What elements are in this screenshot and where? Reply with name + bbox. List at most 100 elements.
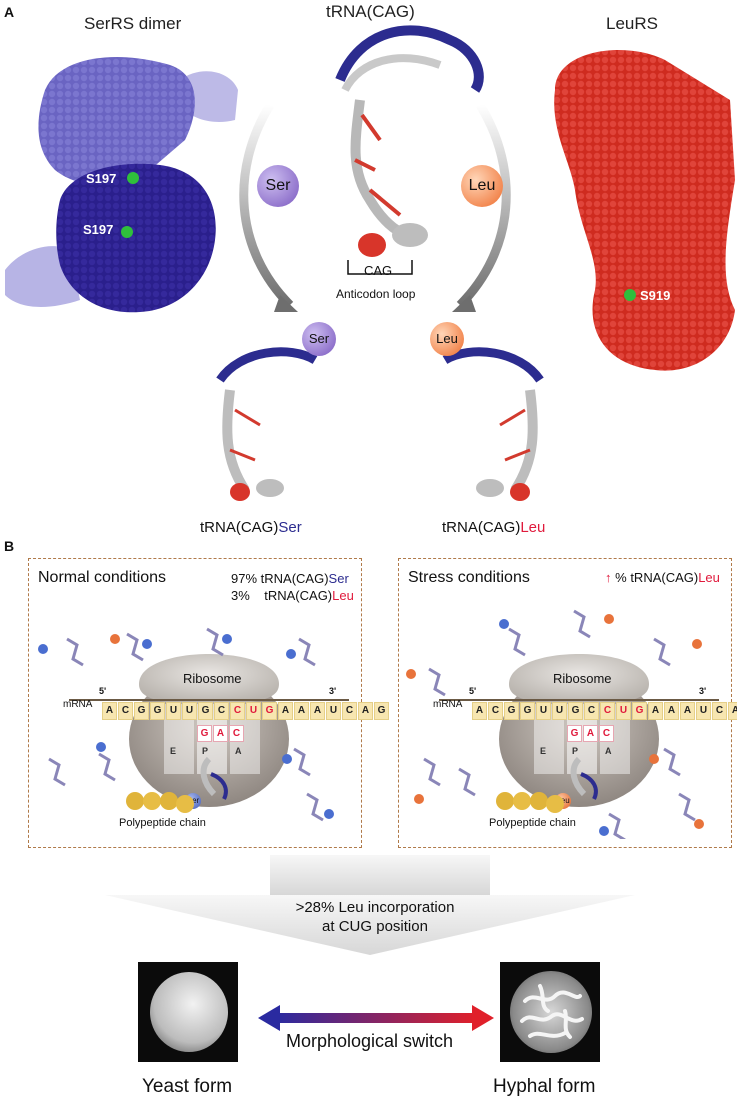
normal-line2: 3% tRNA(CAG)Leu: [231, 588, 354, 603]
stress-ribosome-label: Ribosome: [553, 671, 612, 686]
anticodon-nucleotide: C: [599, 725, 614, 742]
codon-nucleotide: A: [680, 702, 695, 720]
funnel-text: >28% Leu incorporation at CUG position: [280, 898, 470, 936]
normal-ptrna: [200, 756, 228, 800]
codon-nucleotide: C: [712, 702, 727, 720]
stress-polypeptide-beads: [496, 792, 564, 813]
codon-nucleotide: G: [520, 702, 535, 720]
stress-three-prime: 3': [699, 686, 707, 696]
cag-bracket: [347, 260, 413, 275]
panel-b-letter: B: [4, 538, 15, 554]
normal-title: Normal conditions: [38, 569, 167, 586]
anticodon-loop-label: Anticodon loop: [336, 287, 416, 301]
s197-bottom-label: S197: [83, 222, 114, 237]
cag-label: CAG: [364, 263, 393, 278]
codon-nucleotide: G: [134, 702, 149, 720]
codon-nucleotide: U: [696, 702, 711, 720]
codon-nucleotide: A: [664, 702, 679, 720]
codon-nucleotide: G: [632, 702, 647, 720]
trna-ser-caption: tRNA(CAG)Ser: [200, 519, 302, 536]
codon-nucleotide: A: [278, 702, 293, 720]
stress-site-e: E: [540, 746, 547, 756]
anticodon-nucleotide: A: [213, 725, 228, 742]
trna-ser-suffix: Ser: [278, 519, 302, 536]
codon-nucleotide: C: [488, 702, 503, 720]
normal-polypeptide-beads: [126, 792, 194, 813]
codon-nucleotide: C: [342, 702, 357, 720]
ser-charged-ball: Ser: [302, 322, 336, 356]
funnel-line1: >28% Leu incorporation: [295, 899, 455, 916]
normal-free-trnas: [38, 627, 334, 822]
trna-leu-prefix: tRNA(CAG): [442, 519, 521, 536]
normal-site-e: E: [170, 746, 177, 756]
panel-a-letter: A: [4, 4, 15, 20]
hyphal-pattern: [520, 984, 584, 1039]
yeast-colony: [150, 972, 228, 1052]
stress-conditions-box: Stress conditions ↑ % tRNA(CAG)Leu Ribos…: [398, 558, 737, 848]
stress-ptrna: [570, 756, 598, 800]
codon-nucleotide: G: [150, 702, 165, 720]
trna-ser-structure: [216, 347, 318, 501]
stress-polypeptide-label: Polypeptide chain: [489, 817, 576, 829]
codon-nucleotide: A: [358, 702, 373, 720]
codon-nucleotide: U: [536, 702, 551, 720]
codon-nucleotide: C: [600, 702, 615, 720]
codon-nucleotide: G: [568, 702, 583, 720]
morphological-switch-arrow: [258, 1005, 494, 1031]
hyphal-form-image: [500, 962, 600, 1062]
aminoacylation-arrows: [239, 102, 511, 312]
leu-ball: Leu: [461, 165, 503, 207]
stress-free-trnas: [406, 609, 704, 839]
codon-nucleotide: U: [182, 702, 197, 720]
codon-nucleotide: G: [504, 702, 519, 720]
stress-up-arrow: ↑: [605, 570, 612, 585]
codon-nucleotide: U: [552, 702, 567, 720]
codon-nucleotide: G: [198, 702, 213, 720]
anticodon-nucleotide: A: [583, 725, 598, 742]
normal-line1-suffix: Ser: [328, 571, 349, 586]
stress-five-prime: 5': [469, 686, 477, 696]
stress-prefix: tRNA(CAG): [630, 570, 699, 585]
leurs-structure: [554, 50, 735, 371]
codon-nucleotide: G: [374, 702, 389, 720]
hyphal-colony: [510, 971, 592, 1053]
stress-mrna-label: mRNA: [433, 699, 463, 710]
codon-nucleotide: C: [584, 702, 599, 720]
normal-ribosome-label: Ribosome: [183, 671, 242, 686]
ser-ball: Ser: [257, 165, 299, 207]
stress-mrna-line: [439, 699, 719, 701]
anticodon-nucleotide: G: [197, 725, 212, 742]
normal-site-a: A: [235, 746, 242, 756]
switch-label: Morphological switch: [286, 1031, 454, 1051]
codon-nucleotide: A: [294, 702, 309, 720]
anticodon-nucleotide: C: [229, 725, 244, 742]
normal-conditions-box: Normal conditions 97% tRNA(CAG)Ser 3% tR…: [28, 558, 389, 848]
codon-nucleotide: C: [214, 702, 229, 720]
s919-label: S919: [640, 288, 671, 303]
normal-line2-prefix: tRNA(CAG): [264, 588, 333, 603]
normal-line1: 97% tRNA(CAG)Ser: [231, 571, 349, 586]
yeast-form-image: [138, 962, 238, 1062]
normal-three-prime: 3': [329, 686, 337, 696]
hyphal-label: Hyphal form: [493, 1076, 596, 1097]
codon-nucleotide: A: [102, 702, 117, 720]
trna-cag-structure: [335, 25, 484, 257]
normal-site-p: P: [202, 746, 209, 756]
normal-line2-suffix: Leu: [332, 588, 354, 603]
codon-nucleotide: A: [648, 702, 663, 720]
stress-line: ↑ % tRNA(CAG)Leu: [605, 570, 720, 585]
codon-nucleotide: U: [166, 702, 181, 720]
stress-suffix: Leu: [698, 570, 720, 585]
normal-line2-pct: 3%: [231, 588, 250, 603]
codon-nucleotide: A: [728, 702, 737, 720]
trna-title: tRNA(CAG): [326, 2, 415, 21]
codon-nucleotide: U: [246, 702, 261, 720]
incorporation-funnel: [105, 855, 635, 955]
normal-line1-pct: 97%: [231, 571, 258, 586]
trna-ser-prefix: tRNA(CAG): [200, 519, 279, 536]
serrs-dimer-structure: [5, 57, 238, 313]
normal-mrna-line: [69, 699, 349, 701]
